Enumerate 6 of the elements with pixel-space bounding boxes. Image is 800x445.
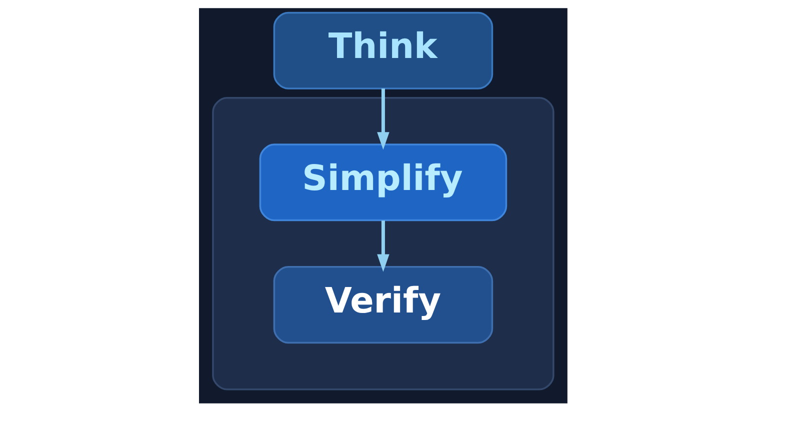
node-box: Simplify [259,144,508,222]
arrow [377,88,390,150]
node-box: Verify [273,266,494,344]
node-box: Think [273,12,494,90]
cluster [212,97,554,390]
arrow [377,220,390,272]
